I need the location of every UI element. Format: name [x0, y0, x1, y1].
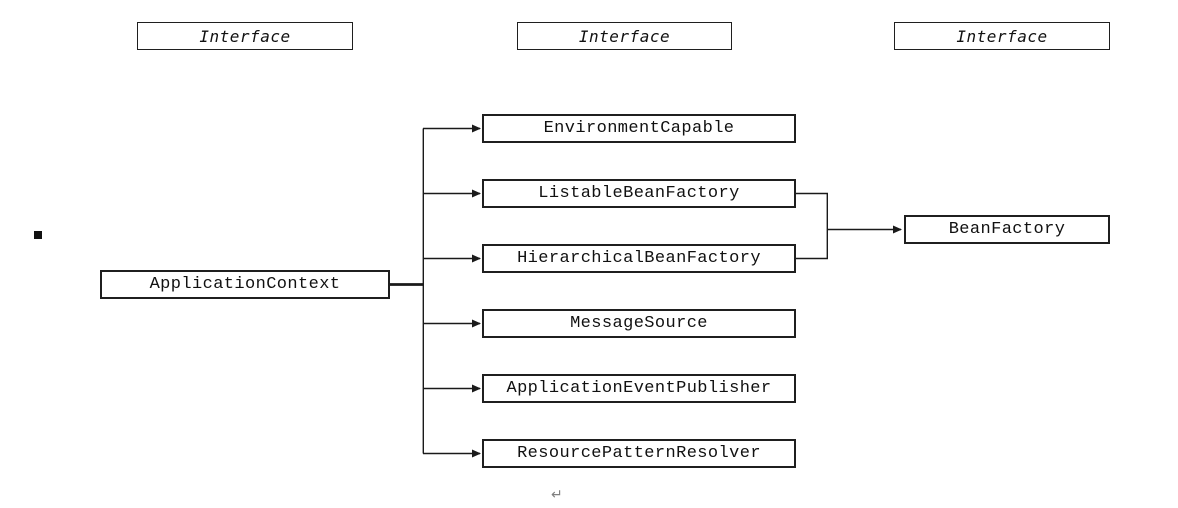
node-resourcepatternresolver: ResourcePatternResolver: [482, 439, 796, 468]
bullet-square-marker: [34, 231, 42, 239]
node-environmentcapable: EnvironmentCapable: [482, 114, 796, 143]
node-beanfactory: BeanFactory: [904, 215, 1110, 244]
node-messagesource: MessageSource: [482, 309, 796, 338]
interface-header-right: Interface: [894, 22, 1110, 50]
interface-header-left: Interface: [137, 22, 353, 50]
node-applicationeventpublisher: ApplicationEventPublisher: [482, 374, 796, 403]
return-mark: ↵: [551, 487, 563, 503]
node-listablebeanfactory: ListableBeanFactory: [482, 179, 796, 208]
interface-header-middle: Interface: [517, 22, 732, 50]
node-applicationcontext: ApplicationContext: [100, 270, 390, 299]
node-hierarchicalbeanfactory: HierarchicalBeanFactory: [482, 244, 796, 273]
